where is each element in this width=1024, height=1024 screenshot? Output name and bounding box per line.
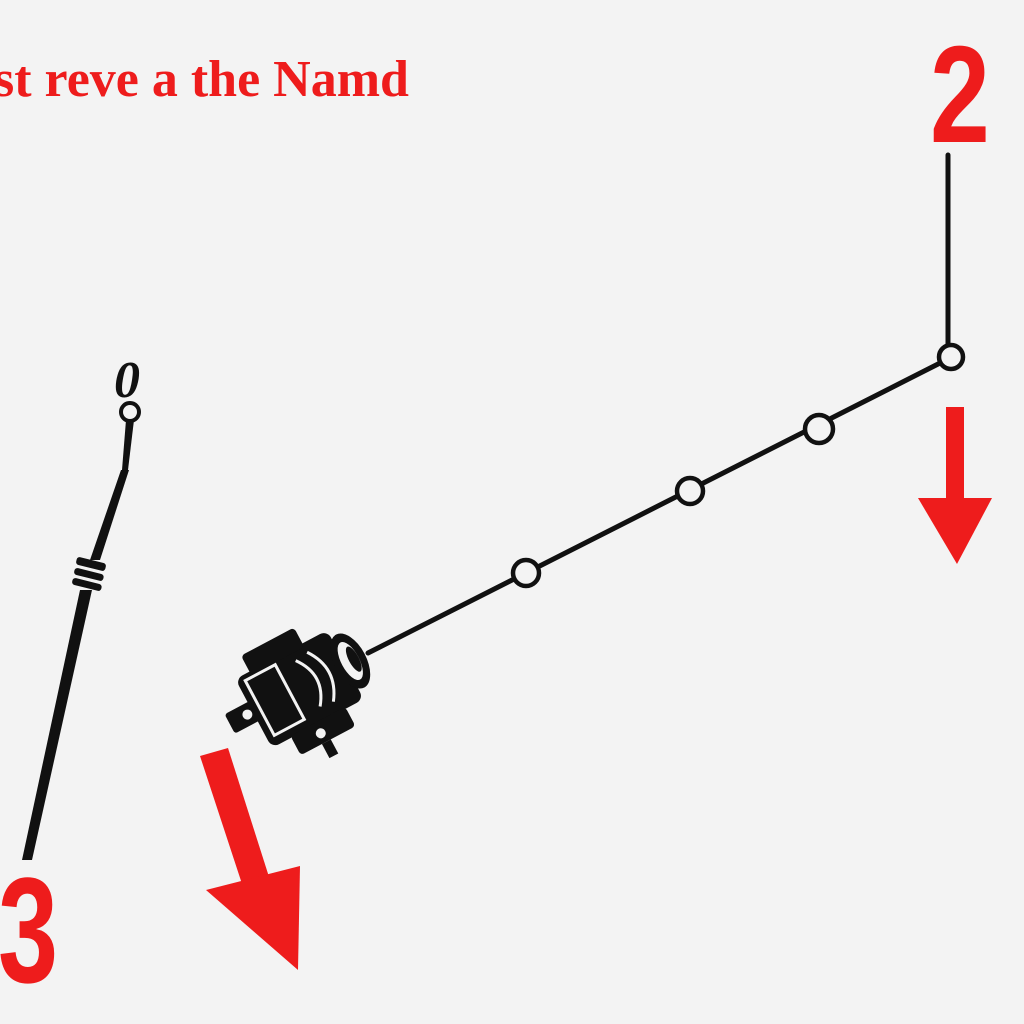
cord-ring-2: [674, 475, 706, 507]
rod-icon: [22, 401, 141, 860]
diagonal-cord: [365, 357, 949, 656]
diagram-title: st reve a the Namd: [0, 51, 409, 108]
arrow-down-right-icon: [200, 748, 300, 970]
cord-ring-3: [802, 412, 836, 446]
cord-ring-top: [936, 342, 966, 372]
arrow-down-icon: [918, 407, 992, 564]
label-two: 2: [930, 18, 990, 172]
label-three: 3: [0, 846, 59, 1014]
cord-ring-1: [510, 557, 542, 589]
label-zero: 0: [114, 352, 140, 409]
motor-device-icon: [225, 628, 371, 759]
